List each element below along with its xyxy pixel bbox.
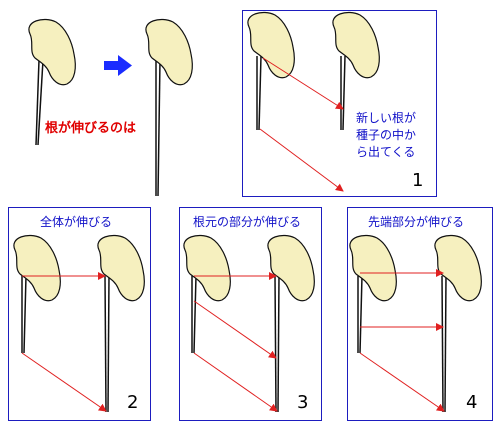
panel-1-note-line-2: 種子の中か xyxy=(356,128,417,142)
blue-arrow-icon xyxy=(104,55,132,76)
panel-3-title: 根元の部分が伸びる xyxy=(193,215,302,229)
panel-3-number: 3 xyxy=(297,392,309,413)
panel-3-arrow-bottom xyxy=(193,352,278,412)
panel-1-number: 1 xyxy=(412,170,424,191)
question-text: 根が伸びるのは xyxy=(45,121,137,136)
panel-4-title: 先端部分が伸びる xyxy=(368,215,465,229)
panel-1-note-line-1: 新しい根が xyxy=(356,111,417,125)
panel-1-seed-before xyxy=(247,11,295,131)
panel-1-note-line-3: ら出てくる xyxy=(356,145,416,159)
panel-1-note: 新しい根が 種子の中か ら出てくる xyxy=(356,110,436,161)
panel-2-title: 全体が伸びる xyxy=(40,215,113,229)
intro-seed-before xyxy=(28,18,76,146)
panel-4-seed-before xyxy=(349,234,397,354)
panel-4-number: 4 xyxy=(466,392,478,413)
panel-2-seed-before xyxy=(13,234,61,354)
panel-2-number: 2 xyxy=(127,392,139,413)
panel-1-arrow-top xyxy=(262,57,344,110)
intro-seed-after xyxy=(145,18,193,197)
panel-3-arrow-middle xyxy=(193,300,277,359)
panel-1-seed-after xyxy=(332,11,380,131)
panel-3-seed-after xyxy=(267,234,315,413)
panel-4-seed-after xyxy=(434,234,482,413)
panel-3-seed-before xyxy=(183,234,231,354)
panel-2-seed-after xyxy=(97,234,145,413)
panel-1-arrow-bottom xyxy=(259,128,344,192)
panel-4-arrow-bottom xyxy=(359,352,445,412)
panel-2-arrow-bottom xyxy=(21,352,107,412)
